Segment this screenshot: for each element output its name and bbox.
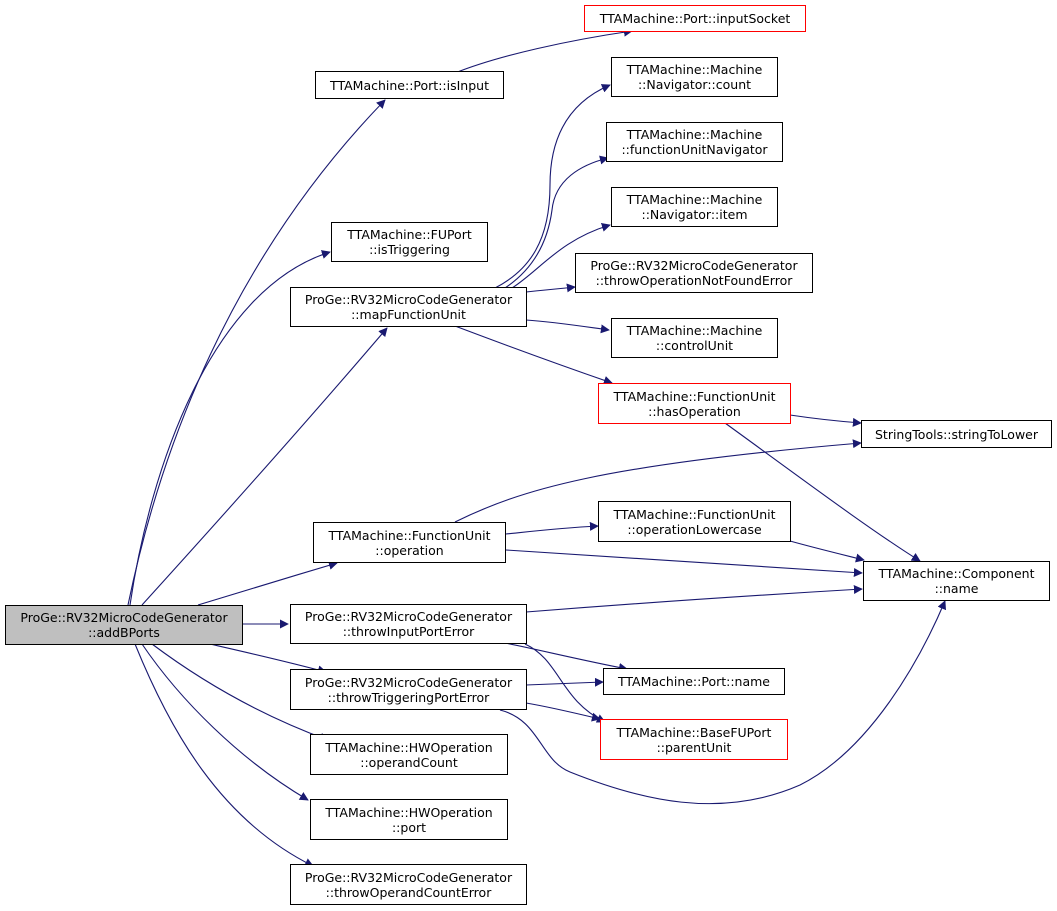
node-inputsocket[interactable]: TTAMachine::Port::inputSocket (584, 5, 806, 32)
edge-addbports-throwtriggeringporterror (209, 643, 327, 675)
node-parentunit[interactable]: TTAMachine::BaseFUPort ::parentUnit (600, 719, 788, 760)
edge-hasoperation-componentname (724, 422, 921, 562)
node-navigator-count-line2: ::Navigator::count (637, 77, 752, 92)
edge-throwinput-portname (504, 642, 628, 672)
node-component-name-line1: TTAMachine::Component (878, 566, 1035, 581)
node-port-name-line1: TTAMachine::Port::name (617, 674, 771, 689)
node-hwoperation-port[interactable]: TTAMachine::HWOperation ::port (310, 799, 508, 840)
node-addbports-line1: ProGe::RV32MicroCodeGenerator (20, 610, 228, 625)
edge-mapfu-navcount (494, 84, 611, 289)
node-hasoperation-line1: TTAMachine::FunctionUnit (613, 388, 776, 404)
node-operandcount-line2: ::operandCount (360, 754, 458, 770)
edge-mapfu-throwopnotfound (525, 283, 576, 293)
edge-throwtrig-parentunit (525, 702, 601, 722)
edge-addbports-istriggering (129, 250, 331, 606)
node-operationlowercase-line2: ::operationLowercase (627, 521, 762, 537)
edge-mapfu-controlunit (525, 319, 610, 334)
node-throwinputporterror-line1: ProGe::RV32MicroCodeGenerator (304, 609, 513, 624)
edge-addbports-isinput (127, 99, 386, 606)
edge-isinput-inputsocket (454, 27, 633, 74)
node-operandcount[interactable]: TTAMachine::HWOperation ::operandCount (310, 734, 508, 775)
node-addbports-line2: ::addBPorts (88, 625, 160, 640)
edge-mapfu-hasoperation (454, 325, 613, 385)
node-operation-line1: TTAMachine::FunctionUnit (328, 527, 491, 543)
node-mapfunctionunit-line1: ProGe::RV32MicroCodeGenerator (304, 292, 513, 307)
edge-addbports-mapfunctionunit (141, 327, 388, 606)
edge-operation-componentname (505, 549, 863, 578)
node-component-name[interactable]: TTAMachine::Component ::name (863, 561, 1050, 601)
edge-mapfu-funavigator (504, 155, 609, 289)
node-throwtriggeringporterror[interactable]: ProGe::RV32MicroCodeGenerator ::throwTri… (290, 669, 527, 710)
node-istriggering-line1: TTAMachine::FUPort (347, 227, 472, 242)
node-controlunit[interactable]: TTAMachine::Machine ::controlUnit (611, 318, 778, 358)
node-throwinputporterror[interactable]: ProGe::RV32MicroCodeGenerator ::throwInp… (290, 604, 527, 644)
edge-hasoperation-stringtolower (789, 414, 862, 427)
node-throwoperationnotfounderror[interactable]: ProGe::RV32MicroCodeGenerator ::throwOpe… (575, 253, 813, 293)
node-controlunit-line1: TTAMachine::Machine (626, 323, 763, 338)
node-istriggering-line2: ::isTriggering (369, 242, 450, 257)
node-mapfunctionunit-line2: ::mapFunctionUnit (351, 307, 466, 322)
node-hwoperation-port-line2: ::port (391, 819, 427, 835)
node-istriggering[interactable]: TTAMachine::FUPort ::isTriggering (331, 222, 488, 262)
edge-addbports-operation (197, 560, 338, 606)
edge-oplowercase-componentname (789, 540, 865, 563)
node-throwoperandcounterror[interactable]: ProGe::RV32MicroCodeGenerator ::throwOpe… (290, 864, 527, 905)
edge-operation-oplowercase (505, 521, 599, 535)
edge-throwtrig-portname (525, 677, 604, 687)
edge-addbports-throwoperandcounterror (134, 643, 314, 867)
node-operationlowercase[interactable]: TTAMachine::FunctionUnit ::operationLowe… (598, 501, 791, 542)
node-inputsocket-line1: TTAMachine::Port::inputSocket (599, 11, 791, 26)
node-port-name[interactable]: TTAMachine::Port::name (603, 668, 785, 695)
node-mapfunctionunit[interactable]: ProGe::RV32MicroCodeGenerator ::mapFunct… (290, 287, 527, 327)
node-navigator-item[interactable]: TTAMachine::Machine ::Navigator::item (611, 187, 778, 227)
node-navigator-count-line1: TTAMachine::Machine (626, 62, 763, 77)
node-navigator-count[interactable]: TTAMachine::Machine ::Navigator::count (611, 57, 778, 97)
node-hasoperation[interactable]: TTAMachine::FunctionUnit ::hasOperation (598, 383, 791, 424)
node-parentunit-line1: TTAMachine::BaseFUPort (616, 724, 772, 740)
edge-throwinput-componentname (525, 584, 863, 613)
node-navigator-item-line2: ::Navigator::item (641, 207, 748, 222)
edge-mapfu-navitem (511, 223, 611, 289)
node-throwoperandcounterror-line1: ProGe::RV32MicroCodeGenerator (304, 869, 513, 885)
node-addbports: ProGe::RV32MicroCodeGenerator ::addBPort… (5, 605, 243, 645)
node-component-name-line2: ::name (934, 581, 979, 596)
node-operation[interactable]: TTAMachine::FunctionUnit ::operation (313, 522, 506, 563)
node-isinput[interactable]: TTAMachine::Port::isInput (315, 71, 504, 99)
edge-addbports-operandcount (151, 643, 329, 742)
edge-throwtrig-componentname (499, 600, 946, 805)
node-parentunit-line2: ::parentUnit (656, 739, 732, 755)
node-controlunit-line2: ::controlUnit (655, 338, 734, 353)
node-throwoperationnotfounderror-line1: ProGe::RV32MicroCodeGenerator (590, 258, 798, 273)
node-operation-line2: ::operation (375, 542, 444, 558)
node-functionunitnavigator-line1: TTAMachine::Machine (626, 127, 763, 142)
edge-operation-stringtolower (454, 439, 862, 523)
node-navigator-item-line1: TTAMachine::Machine (626, 192, 763, 207)
node-stringtolower-line1: StringTools::stringToLower (874, 426, 1038, 442)
node-functionunitnavigator-line2: ::functionUnitNavigator (621, 142, 768, 157)
node-throwtriggeringporterror-line2: ::throwTriggeringPortError (327, 689, 490, 705)
node-throwoperandcounterror-line2: ::throwOperandCountError (325, 884, 492, 900)
node-functionunitnavigator[interactable]: TTAMachine::Machine ::functionUnitNaviga… (606, 122, 783, 162)
node-hwoperation-port-line1: TTAMachine::HWOperation (325, 804, 493, 820)
node-throwtriggeringporterror-line1: ProGe::RV32MicroCodeGenerator (304, 674, 513, 690)
edge-addbports-hwport (141, 643, 309, 801)
node-throwoperationnotfounderror-line2: ::throwOperationNotFoundError (595, 273, 793, 288)
node-hasoperation-line2: ::hasOperation (648, 403, 741, 419)
node-operationlowercase-line1: TTAMachine::FunctionUnit (613, 506, 776, 522)
node-isinput-line1: TTAMachine::Port::isInput (330, 77, 489, 93)
node-stringtolower[interactable]: StringTools::stringToLower (861, 420, 1052, 448)
node-throwinputporterror-line2: ::throwInputPortError (342, 624, 475, 639)
node-operandcount-line1: TTAMachine::HWOperation (325, 739, 493, 755)
